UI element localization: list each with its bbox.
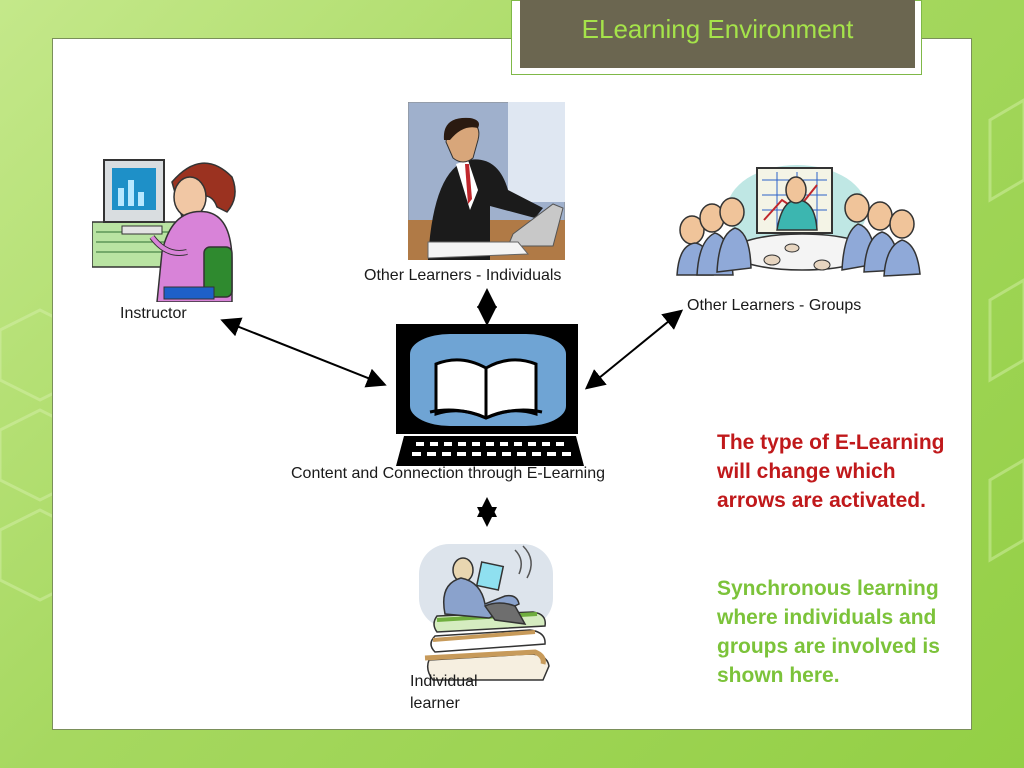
meeting-group-icon <box>676 165 921 277</box>
reader-on-books-icon <box>419 544 553 681</box>
label-instructor: Instructor <box>120 305 187 322</box>
label-individual-learner: Individual learner <box>410 673 478 712</box>
label-other-learners-individuals: Other Learners - Individuals <box>364 267 562 284</box>
note-arrows-activated: The type of E-Learning will change which… <box>717 431 945 512</box>
instructor-clipart-icon <box>92 159 236 302</box>
label-other-learners-groups: Other Learners - Groups <box>687 297 862 314</box>
title-box: ELearning Environment <box>511 0 922 75</box>
arrow-instructor-content <box>220 317 387 388</box>
arrow-groups-content <box>584 309 684 390</box>
label-content-connection: Content and Connection through E-Learnin… <box>291 465 605 482</box>
businessman-laptop-icon <box>408 102 565 260</box>
computer-book-icon <box>396 324 584 466</box>
note-synchronous-learning: Synchronous learning where individuals a… <box>717 577 940 687</box>
slide-title: ELearning Environment <box>581 14 854 44</box>
title-banner: ELearning Environment <box>520 0 915 68</box>
